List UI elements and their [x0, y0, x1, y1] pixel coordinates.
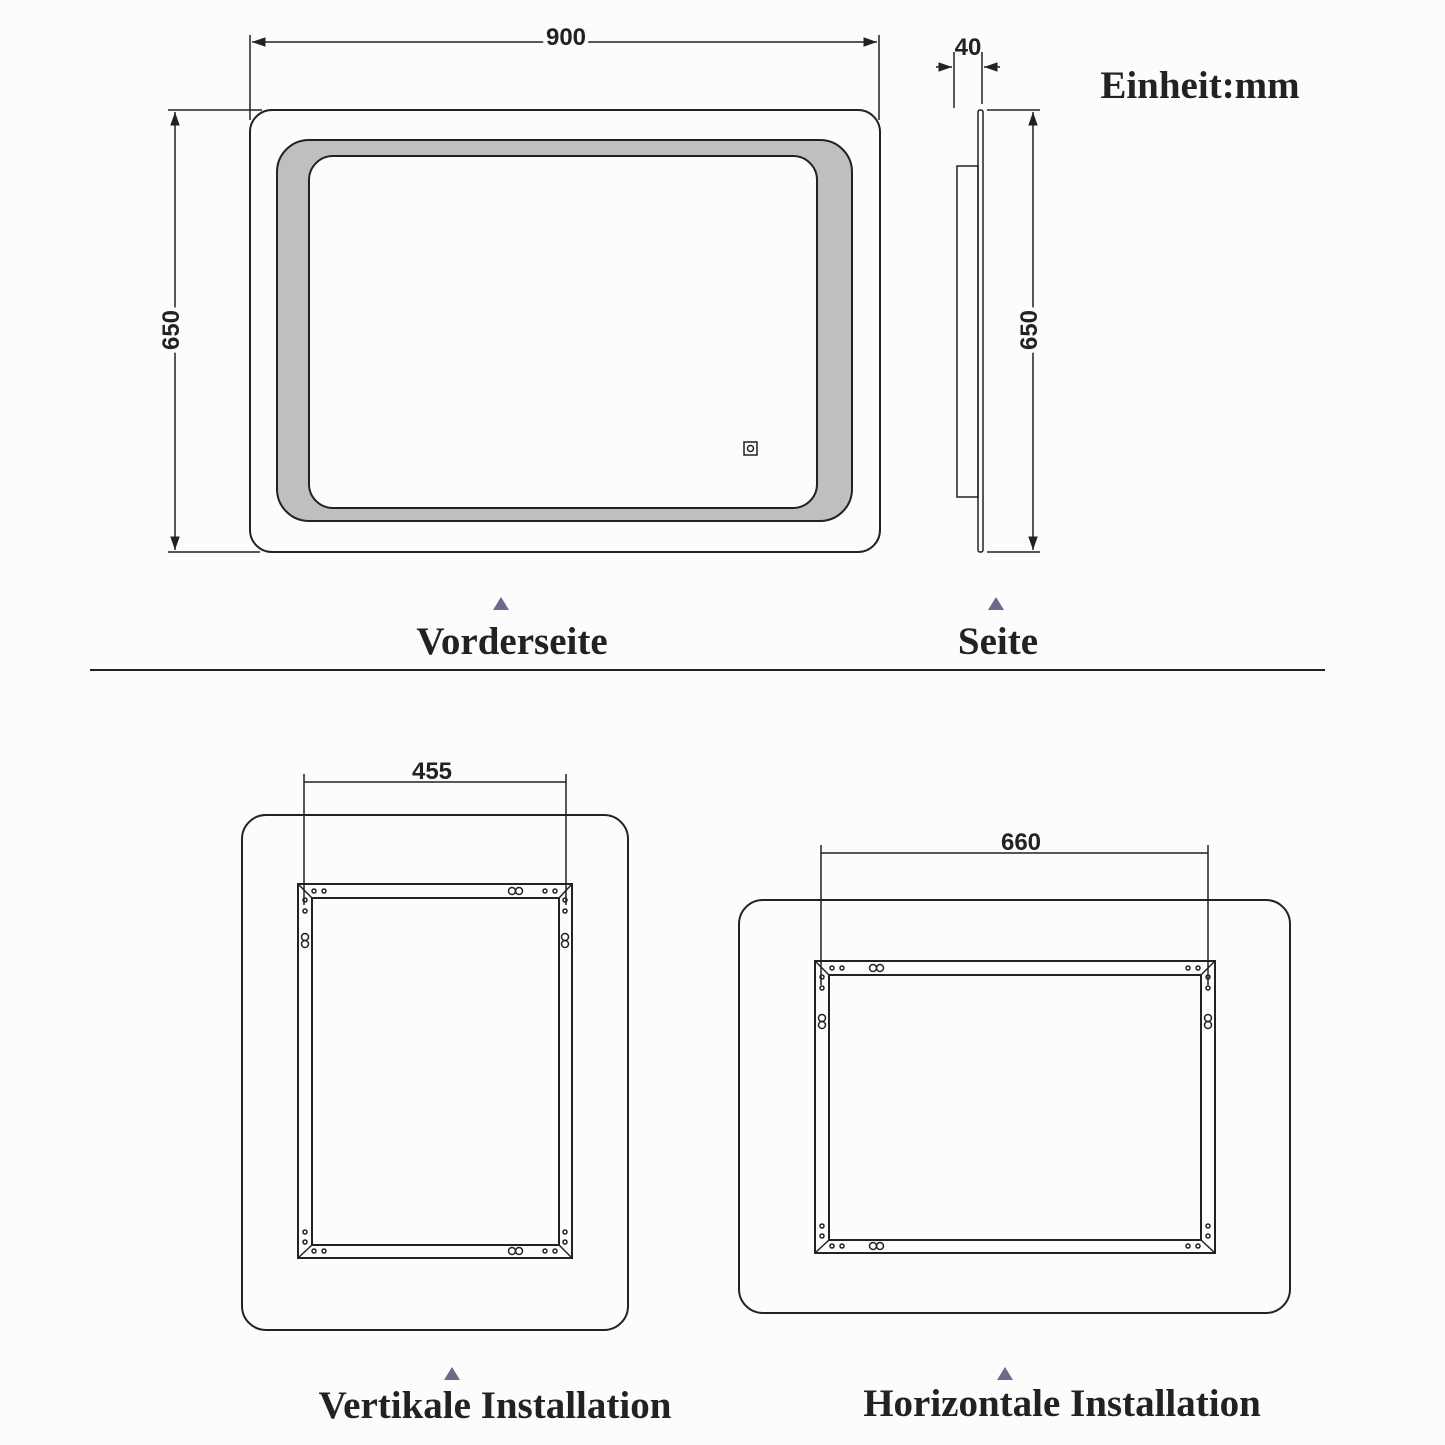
horizontal-installation-label: Horizontale Installation [863, 1382, 1261, 1425]
hook-spacing-dimension: 660 [1001, 829, 1041, 856]
height-dimension: 650 [158, 310, 185, 350]
horizontal-installation-view: 660 [738, 829, 1291, 1314]
mounting-frame [814, 960, 1216, 1254]
vertical-installation-label: Vertikale Installation [319, 1384, 672, 1427]
marker-triangle-icon [988, 597, 1004, 610]
mirror-outline [249, 109, 881, 553]
marker-triangle-icon [444, 1367, 460, 1380]
touch-switch-icon [743, 441, 758, 456]
marker-triangle-icon [493, 597, 509, 610]
depth-dimension: 40 [955, 34, 982, 61]
unit-label: Einheit:mm [1100, 64, 1299, 107]
keyhole-icon [507, 886, 524, 896]
side-view: 40 650 [936, 34, 1047, 553]
side-height-dimension: 650 [1016, 310, 1043, 350]
keyhole-icon [868, 1241, 885, 1251]
mirror-outline [738, 899, 1291, 1314]
keyhole-icon [817, 1013, 827, 1030]
keyhole-icon [300, 932, 310, 949]
vertical-installation-view: 455 [241, 758, 629, 1331]
keyhole-icon [507, 1246, 524, 1256]
mirror-glass [308, 155, 818, 509]
mirror-outline [241, 814, 629, 1331]
led-housing-side [956, 165, 979, 498]
mounting-frame-inner [828, 974, 1202, 1241]
front-view: 900 650 [154, 20, 881, 553]
side-view-label: Seite [958, 620, 1038, 663]
marker-triangle-icon [997, 1367, 1013, 1380]
mounting-frame-inner [311, 897, 560, 1246]
keyhole-icon [1203, 1013, 1213, 1030]
mounting-frame [297, 883, 573, 1259]
hook-spacing-dimension: 455 [412, 758, 452, 785]
width-dimension: 900 [546, 24, 586, 51]
keyhole-icon [868, 963, 885, 973]
keyhole-icon [560, 932, 570, 949]
front-view-label: Vorderseite [416, 620, 607, 663]
